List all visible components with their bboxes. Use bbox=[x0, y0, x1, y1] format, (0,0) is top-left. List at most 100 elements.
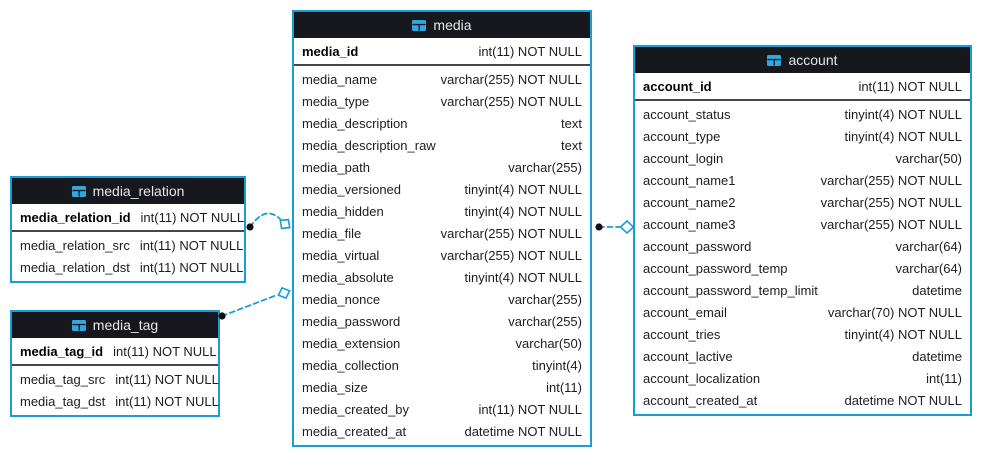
table-icon bbox=[767, 54, 782, 66]
primary-key-row[interactable]: media_relation_id int(11) NOT NULL bbox=[12, 204, 244, 232]
column-name: media_created_by bbox=[302, 401, 409, 417]
column-type: varchar(50) bbox=[895, 150, 962, 166]
primary-key-row[interactable]: media_id int(11) NOT NULL bbox=[294, 38, 590, 66]
column-name: account_password_temp bbox=[643, 260, 788, 276]
table-media_tag[interactable]: media_tag media_tag_id int(11) NOT NULL … bbox=[10, 310, 220, 417]
column-type: tinyint(4) bbox=[532, 357, 582, 373]
column-type: int(11) NOT NULL bbox=[858, 78, 962, 94]
table-header[interactable]: media_relation bbox=[12, 178, 244, 204]
table-row[interactable]: media_hidden tinyint(4) NOT NULL bbox=[294, 200, 590, 222]
relationship-connector-media_relation-media[interactable] bbox=[246, 212, 293, 232]
column-name: media_relation_dst bbox=[20, 259, 130, 275]
column-type: varchar(255) NOT NULL bbox=[440, 71, 582, 87]
column-name: media_path bbox=[302, 159, 370, 175]
column-name: media_size bbox=[302, 379, 368, 395]
column-name: account_created_at bbox=[643, 392, 758, 408]
column-type: tinyint(4) NOT NULL bbox=[464, 203, 582, 219]
table-body: media_tag_src int(11) NOT NULL media_tag_d… bbox=[12, 366, 219, 415]
table-row[interactable]: media_relation_dst int(11) NOT NULL bbox=[12, 256, 244, 278]
column-name: media_hidden bbox=[302, 203, 384, 219]
table-media[interactable]: media media_id int(11) NOT NULL media_na… bbox=[292, 10, 592, 447]
table-header[interactable]: account bbox=[635, 47, 970, 73]
column-name: media_tag_src bbox=[20, 371, 106, 387]
column-name: account_tries bbox=[643, 326, 721, 342]
column-name: account_localization bbox=[643, 370, 761, 386]
primary-key-row[interactable]: account_id int(11) NOT NULL bbox=[635, 73, 970, 101]
relationship-connector-media-account[interactable] bbox=[595, 219, 635, 235]
table-media_relation[interactable]: media_relation media_relation_id int(11)… bbox=[10, 176, 246, 283]
column-name: media_file bbox=[302, 225, 362, 241]
column-type: tinyint(4) NOT NULL bbox=[844, 128, 962, 144]
column-type: varchar(50) bbox=[515, 335, 582, 351]
column-name: media_password bbox=[302, 313, 401, 329]
column-type: varchar(64) bbox=[895, 238, 962, 254]
table-row[interactable]: media_nonce varchar(255) bbox=[294, 288, 590, 310]
table-row[interactable]: media_name varchar(255) NOT NULL bbox=[294, 68, 590, 90]
column-name: account_name3 bbox=[643, 216, 736, 232]
column-type: varchar(255) NOT NULL bbox=[440, 247, 582, 263]
table-row[interactable]: media_collection tinyint(4) bbox=[294, 354, 590, 376]
table-row[interactable]: account_login varchar(50) bbox=[635, 147, 970, 169]
table-row[interactable]: account_tries tinyint(4) NOT NULL bbox=[635, 323, 970, 345]
column-type: int(11) NOT NULL bbox=[115, 371, 219, 387]
column-name: media_name bbox=[302, 71, 378, 87]
column-type: int(11) NOT NULL bbox=[139, 259, 244, 275]
column-name: media_relation_id bbox=[20, 209, 131, 225]
column-type: varchar(255) NOT NULL bbox=[820, 172, 962, 188]
table-row[interactable]: account_password_temp varchar(64) bbox=[635, 257, 970, 279]
table-title: media_relation bbox=[92, 183, 185, 199]
primary-key-row[interactable]: media_tag_id int(11) NOT NULL bbox=[12, 338, 218, 366]
table-account[interactable]: account account_id int(11) NOT NULL acco… bbox=[633, 45, 972, 416]
table-title: media bbox=[433, 17, 472, 33]
table-header[interactable]: media_tag bbox=[12, 312, 218, 338]
table-row[interactable]: media_virtual varchar(255) NOT NULL bbox=[294, 244, 590, 266]
column-type: varchar(64) bbox=[895, 260, 962, 276]
column-type: varchar(255) bbox=[508, 291, 582, 307]
column-name: account_type bbox=[643, 128, 721, 144]
table-icon bbox=[71, 319, 86, 331]
column-name: account_email bbox=[643, 304, 727, 320]
column-type: tinyint(4) NOT NULL bbox=[844, 326, 962, 342]
column-name: account_login bbox=[643, 150, 724, 166]
column-name: media_virtual bbox=[302, 247, 380, 263]
column-type: varchar(255) bbox=[508, 313, 582, 329]
column-name: media_collection bbox=[302, 357, 399, 373]
column-name: media_nonce bbox=[302, 291, 381, 307]
column-name: media_absolute bbox=[302, 269, 394, 285]
relationship-connector-media_tag-media[interactable] bbox=[218, 286, 291, 320]
table-header[interactable]: media bbox=[294, 12, 590, 38]
relationship-diamond-icon bbox=[277, 286, 291, 300]
column-name: media_relation_src bbox=[20, 237, 130, 253]
column-type: int(11) NOT NULL bbox=[113, 343, 217, 359]
relationship-diamond-icon bbox=[279, 218, 291, 230]
column-name: media_created_at bbox=[302, 423, 407, 439]
table-row[interactable]: account_type tinyint(4) NOT NULL bbox=[635, 125, 970, 147]
column-name: account_status bbox=[643, 106, 731, 122]
table-row[interactable]: media_password varchar(255) bbox=[294, 310, 590, 332]
column-type: tinyint(4) NOT NULL bbox=[464, 181, 582, 197]
table-row[interactable]: media_tag_src int(11) NOT NULL bbox=[12, 368, 219, 390]
